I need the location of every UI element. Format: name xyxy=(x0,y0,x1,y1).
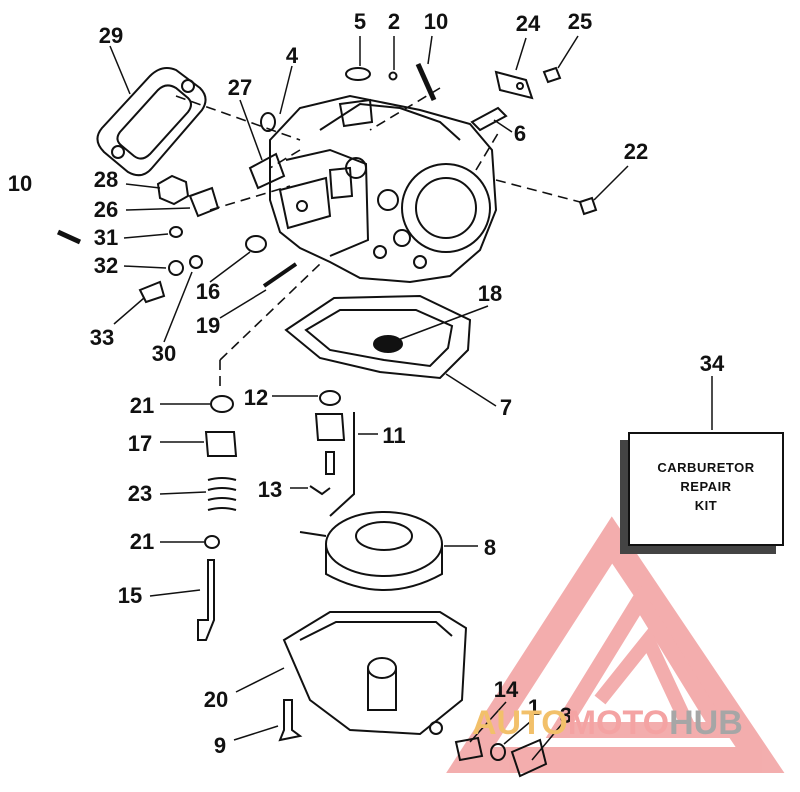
callout-19: 19 xyxy=(195,313,221,338)
o-ring-4 xyxy=(260,112,276,132)
screw-9 xyxy=(278,699,303,742)
ball-2 xyxy=(388,71,398,81)
callout-29: 29 xyxy=(98,23,124,48)
callout-32: 32 xyxy=(93,253,119,278)
callout-30: 30 xyxy=(151,341,177,366)
callout-14: 14 xyxy=(493,677,519,702)
callout-24: 24 xyxy=(515,11,541,36)
callout-21-top: 21 xyxy=(129,393,155,418)
callout-20: 20 xyxy=(203,687,229,712)
ring-12 xyxy=(319,390,341,406)
repair-kit-box: CARBURETOR REPAIR KIT xyxy=(628,432,784,546)
gasket-29 xyxy=(96,67,207,177)
pin-10-left xyxy=(56,229,82,245)
pin-10-top xyxy=(415,62,437,102)
callout-21-bottom: 21 xyxy=(129,529,155,554)
callout-23: 23 xyxy=(127,481,153,506)
washer-1 xyxy=(490,743,506,761)
washer-16 xyxy=(245,235,267,253)
callout-10-left: 10 xyxy=(7,171,33,196)
float-8 xyxy=(299,511,443,591)
callout-34: 34 xyxy=(699,351,725,376)
callout-8: 8 xyxy=(483,535,497,560)
callout-18: 18 xyxy=(477,281,503,306)
callout-11: 11 xyxy=(382,423,406,448)
plate-24 xyxy=(494,70,534,100)
repair-kit-label: CARBURETOR REPAIR KIT xyxy=(630,458,782,515)
callout-3: 3 xyxy=(559,703,573,728)
callout-22: 22 xyxy=(623,139,649,164)
washer-21-bottom xyxy=(204,535,220,549)
callout-31: 31 xyxy=(93,225,119,250)
washer-21-top xyxy=(210,395,234,413)
nut-28 xyxy=(156,174,190,206)
float-bowl-20 xyxy=(282,611,468,736)
bushing-26 xyxy=(188,186,220,218)
plug-14 xyxy=(454,736,484,762)
callout-12: 12 xyxy=(243,385,269,410)
watermark-hub: HUB xyxy=(669,704,743,742)
watermark-auto: AUTO xyxy=(472,704,568,742)
callout-28: 28 xyxy=(93,167,119,192)
callout-9: 9 xyxy=(213,733,227,758)
callout-13: 13 xyxy=(257,477,283,502)
screw-6 xyxy=(470,106,508,132)
watermark-logo xyxy=(446,516,785,773)
callout-17: 17 xyxy=(127,431,153,456)
needle-15 xyxy=(197,559,215,641)
clip-13 xyxy=(309,485,331,496)
callout-16: 16 xyxy=(195,279,221,304)
seat-17 xyxy=(204,431,238,457)
spring-23 xyxy=(207,477,237,511)
screw-22 xyxy=(578,196,598,216)
callout-26: 26 xyxy=(93,197,119,222)
callout-10-top: 10 xyxy=(423,9,449,34)
bracket-11-line xyxy=(329,412,355,517)
watermark-text: AUTOMOTOHUB xyxy=(472,706,743,740)
leader-lines xyxy=(109,35,713,761)
kit-line-1: CARBURETOR xyxy=(657,460,755,475)
callout-4: 4 xyxy=(285,43,299,68)
carburetor-body xyxy=(269,94,498,284)
kit-line-3: KIT xyxy=(694,498,718,513)
callout-5: 5 xyxy=(353,9,367,34)
fitting-27 xyxy=(248,152,286,190)
callout-6: 6 xyxy=(513,121,527,146)
callout-27: 27 xyxy=(227,75,253,100)
callout-7: 7 xyxy=(499,395,513,420)
watermark-moto: MOTO xyxy=(567,704,670,742)
shaft-19 xyxy=(262,262,298,288)
washer-32 xyxy=(168,260,184,276)
callout-33: 33 xyxy=(89,325,115,350)
gasket-7 xyxy=(284,294,472,380)
callout-25: 25 xyxy=(567,9,593,34)
kit-line-2: REPAIR xyxy=(680,479,732,494)
callout-1: 1 xyxy=(527,695,541,720)
star-washer-30 xyxy=(189,255,203,269)
washer-31 xyxy=(169,226,183,238)
guide-lines xyxy=(175,87,581,392)
screw-25 xyxy=(542,66,562,84)
cap-5 xyxy=(345,67,371,81)
drain-screw-3 xyxy=(510,738,548,778)
callout-2: 2 xyxy=(387,9,401,34)
callout-15: 15 xyxy=(117,583,143,608)
needle-valve-11 xyxy=(314,413,346,441)
